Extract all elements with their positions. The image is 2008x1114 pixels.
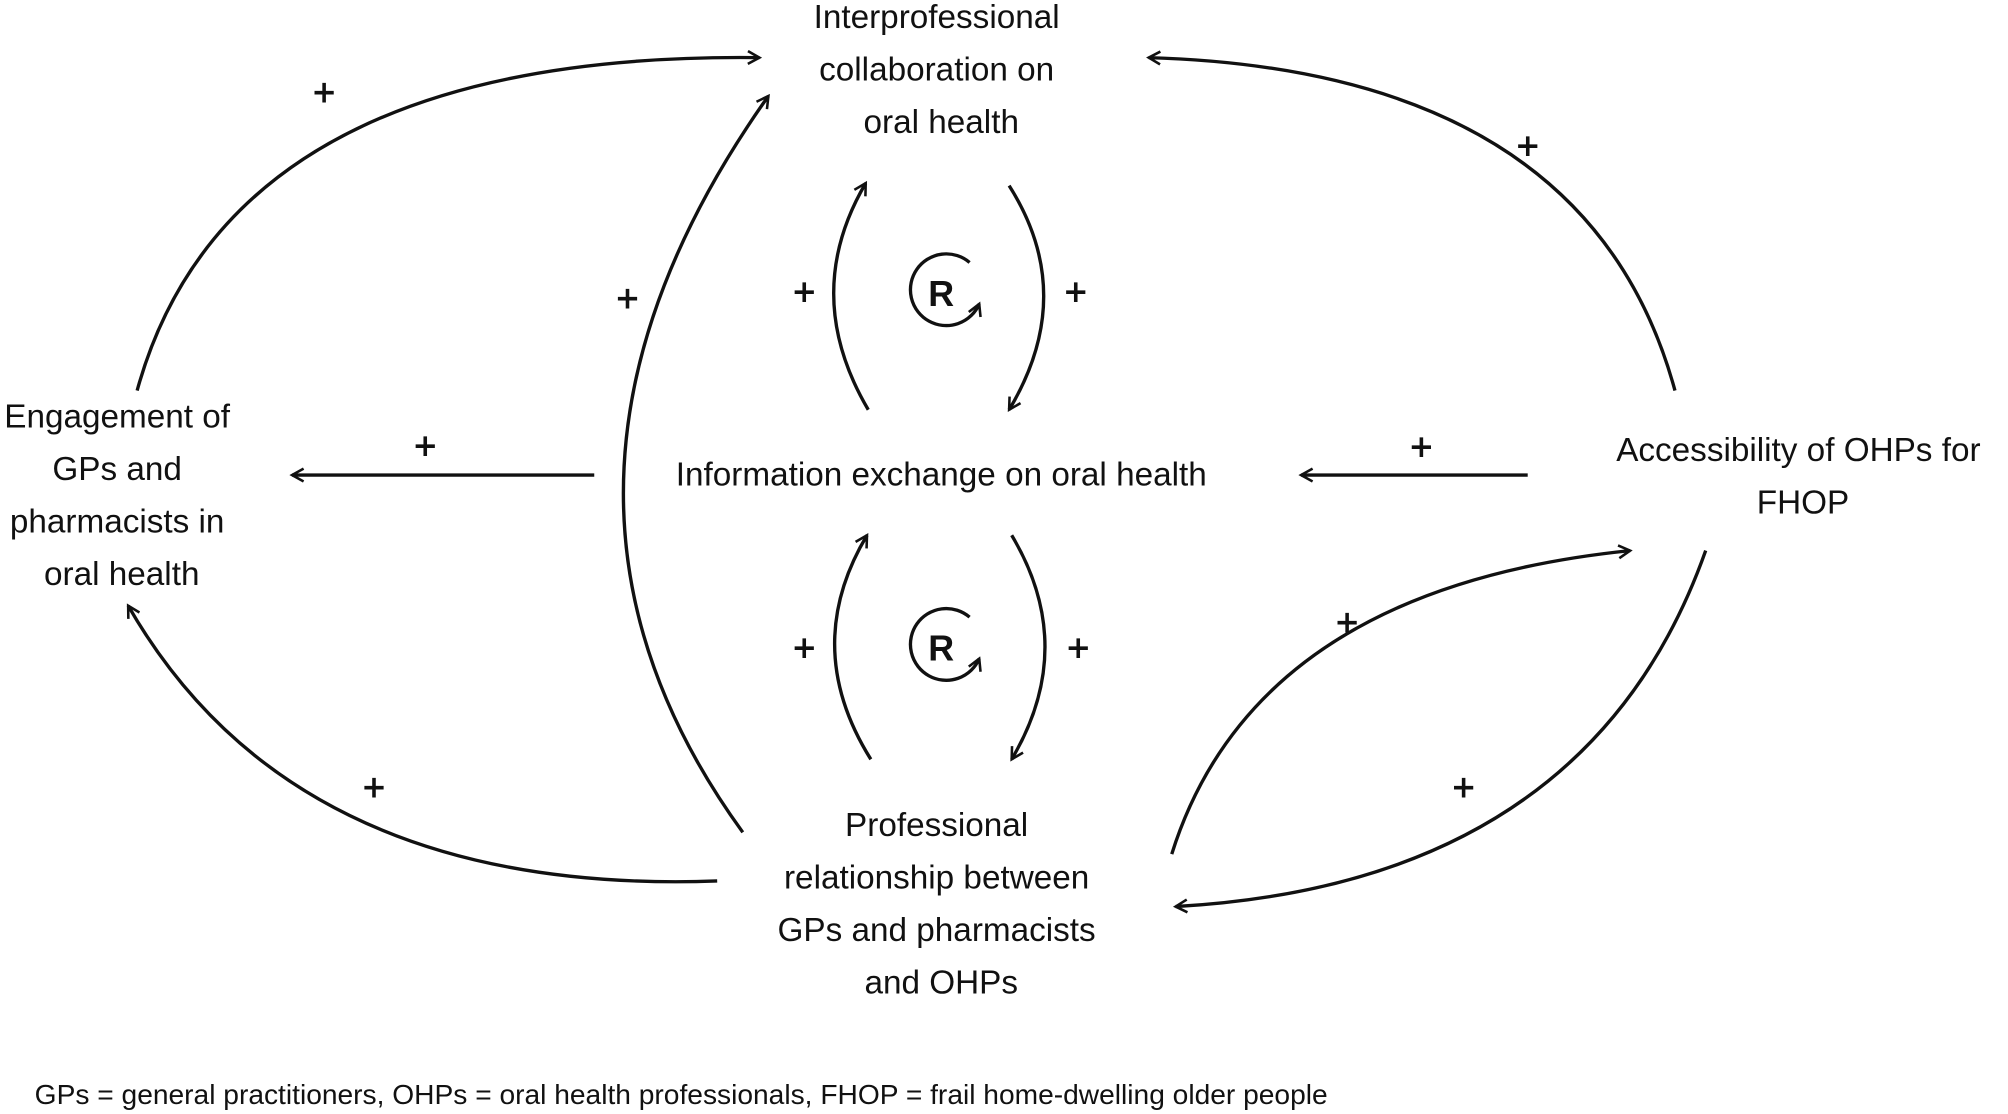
node-engagement: Engagement of GPs and pharmacists in ora…	[4, 399, 239, 593]
polarity-sign: +	[1515, 128, 1541, 164]
polarity-sign: +	[791, 274, 817, 310]
arrow-engagement-to-collaboration	[135, 58, 759, 391]
polarity-sign: +	[791, 630, 817, 666]
polarity-sign: +	[311, 74, 337, 110]
arrow-accessibility-to-collaboration	[1149, 58, 1677, 391]
arrow-information-to-relationship	[1010, 534, 1047, 759]
reinforcing-loop-icon: R	[908, 252, 988, 328]
polarity-sign: +	[412, 428, 438, 464]
polarity-sign: +	[1065, 630, 1091, 666]
arrow-collaboration-to-information	[1007, 184, 1046, 410]
arrow-relationship-to-accessibility	[1170, 551, 1630, 855]
arrow-information-to-collaboration	[832, 183, 870, 411]
node-information: Information exchange on oral health	[676, 456, 1207, 493]
loop-label: R	[928, 274, 954, 314]
polarity-sign: +	[1063, 274, 1089, 310]
polarity-sign: +	[1451, 770, 1477, 806]
arrow-relationship-to-engagement	[126, 606, 718, 884]
node-accessibility: Accessibility of OHPs for FHOP	[1616, 432, 1990, 521]
loop-label: R	[928, 629, 954, 669]
polarity-sign: +	[1334, 605, 1360, 641]
polarity-sign: +	[615, 281, 641, 317]
polarity-sign: +	[361, 770, 387, 806]
reinforcing-loop-icon: R	[908, 606, 988, 682]
node-collaboration: Interprofessional collaboration on oral …	[814, 0, 1069, 141]
polarity-sign: +	[1409, 429, 1435, 465]
arrow-relationship-to-collaboration	[621, 96, 768, 834]
arrow-accessibility-to-relationship	[1176, 550, 1708, 907]
node-relationship: Professional relationship between GPs an…	[778, 807, 1105, 1001]
footnote: GPs = general practitioners, OHPs = oral…	[35, 1078, 1328, 1110]
arrow-relationship-to-information	[832, 535, 873, 761]
